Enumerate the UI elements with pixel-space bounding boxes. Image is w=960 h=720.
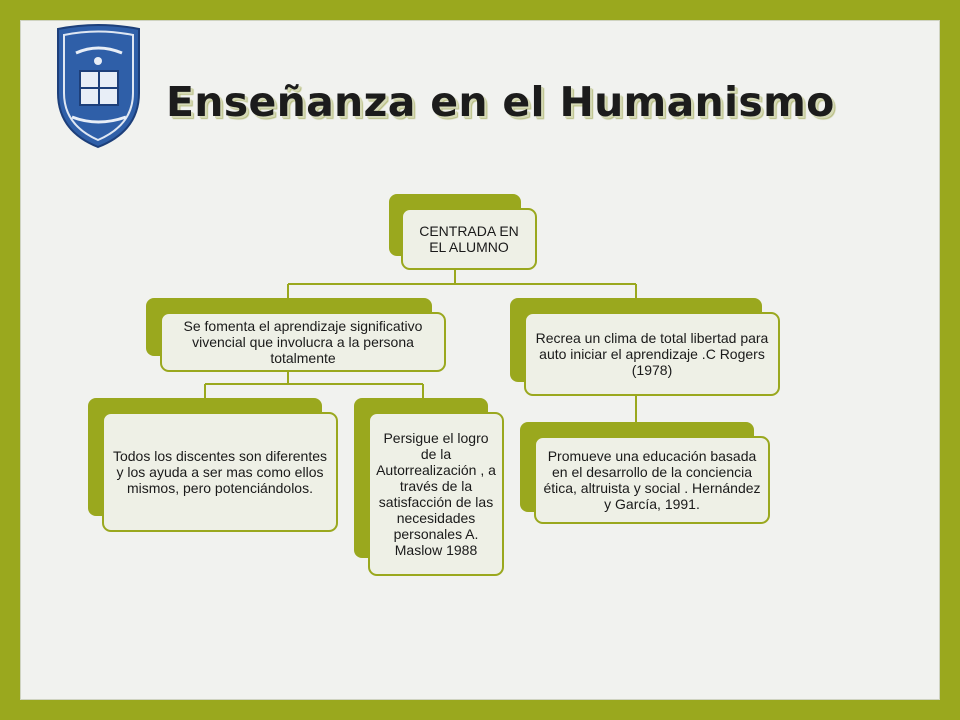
right-node: Recrea un clima de total libertad para a… [524,312,780,396]
right-child-node: Promueve una educación basada en el desa… [534,436,770,524]
left-node: Se fomenta el aprendizaje significativo … [160,312,446,372]
right-node-text: Recrea un clima de total libertad para a… [535,330,769,378]
left-left-node: Todos los discentes son diferentes y los… [102,412,338,532]
left-right-node: Persigue el logro de la Autorrealización… [368,412,504,576]
root-node-text: CENTRADA EN EL ALUMNO [419,223,519,255]
right-child-node-text: Promueve una educación basada en el desa… [543,448,761,512]
root-node: CENTRADA EN EL ALUMNO [401,208,537,270]
left-right-node-text: Persigue el logro de la Autorrealización… [376,430,496,558]
university-seal-icon [57,24,140,149]
left-node-text: Se fomenta el aprendizaje significativo … [183,318,423,366]
left-left-node-text: Todos los discentes son diferentes y los… [112,448,327,496]
page-title: Enseñanza en el Humanismo [166,78,835,126]
